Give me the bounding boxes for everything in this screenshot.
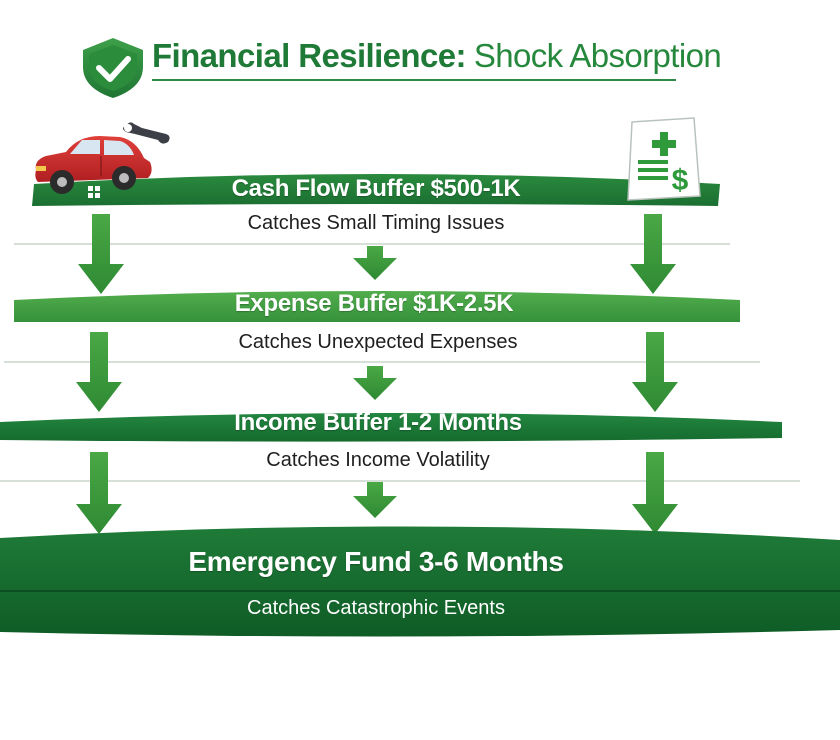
expense-buffer-label: Expense Buffer $1K-2.5K	[234, 290, 514, 317]
title-light: Shock Absorption	[473, 37, 722, 74]
down-arrow-icon	[76, 332, 122, 412]
down-arrow-icon	[353, 366, 397, 400]
car-icon	[35, 136, 152, 194]
arrows-row-2	[76, 332, 678, 412]
cash-flow-buffer-band	[32, 174, 720, 206]
page-title: Financial Resilience: Shock Absorption	[152, 37, 722, 81]
emergency-fund-catches: Catches Catastrophic Events	[247, 597, 505, 619]
arrows-row-1	[78, 214, 676, 294]
title-strong: Financial Resilience:	[152, 37, 466, 74]
down-arrow-icon	[353, 482, 397, 518]
wrench-icon	[123, 122, 170, 144]
expense-buffer-band	[14, 291, 740, 322]
emergency-fund-label: Emergency Fund 3-6 Months	[188, 546, 564, 577]
svg-text:$: $	[672, 164, 689, 197]
down-arrow-icon	[76, 452, 122, 534]
income-buffer-band	[0, 413, 782, 442]
down-arrow-icon	[78, 214, 124, 294]
income-buffer-catches: Catches Income Volatility	[266, 449, 490, 471]
cash-flow-buffer-catches: Catches Small Timing Issues	[247, 212, 505, 234]
title-underline	[152, 79, 676, 81]
income-buffer-label: Income Buffer 1-2 Months	[234, 409, 522, 436]
down-arrow-icon	[630, 214, 676, 294]
down-arrow-icon	[632, 452, 678, 534]
down-arrow-icon	[632, 332, 678, 412]
cash-flow-buffer-label: Cash Flow Buffer $500-1K	[231, 175, 521, 202]
shield-check-icon	[83, 38, 143, 98]
building-icon	[88, 186, 100, 198]
down-arrow-icon	[353, 246, 397, 280]
medical-bill-icon: $	[627, 117, 701, 201]
arrows-row-3	[76, 452, 678, 534]
emergency-fund-band	[0, 526, 840, 637]
expense-buffer-catches: Catches Unexpected Expenses	[238, 331, 518, 353]
